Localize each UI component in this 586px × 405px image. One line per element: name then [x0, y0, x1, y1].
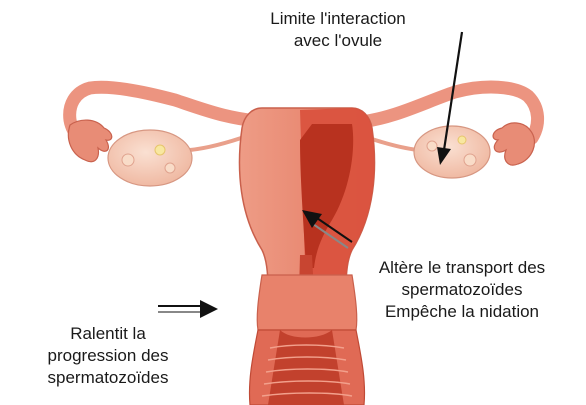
- annotation-line: Altère le transport des: [338, 257, 586, 279]
- annotation-transport-label: Altère le transport des spermatozoïdes E…: [338, 257, 586, 323]
- left-ovary-follicle: [155, 145, 165, 155]
- right-ovary-follicle: [464, 154, 476, 166]
- arrow-to-cervix: [158, 300, 218, 318]
- right-fimbriae: [493, 123, 534, 165]
- annotation-line: spermatozoïdes: [338, 279, 586, 301]
- annotation-cervix-label: Ralentit la progression des spermatozoïd…: [8, 323, 208, 389]
- annotation-line: spermatozoïdes: [8, 367, 208, 389]
- right-ovary-follicle: [427, 141, 437, 151]
- left-fimbriae: [68, 120, 111, 162]
- annotation-line: Ralentit la: [8, 323, 208, 345]
- left-ovary-follicle: [122, 154, 134, 166]
- left-ovary: [108, 130, 192, 186]
- annotation-line: avec l'ovule: [218, 30, 458, 52]
- right-ovary-follicle: [458, 136, 466, 144]
- left-ovary-follicle: [165, 163, 175, 173]
- annotation-line: Limite l'interaction: [218, 8, 458, 30]
- right-ovary: [414, 126, 490, 178]
- annotation-line: Empêche la nidation: [338, 301, 586, 323]
- annotation-ovule-label: Limite l'interaction avec l'ovule: [218, 8, 458, 52]
- annotation-line: progression des: [8, 345, 208, 367]
